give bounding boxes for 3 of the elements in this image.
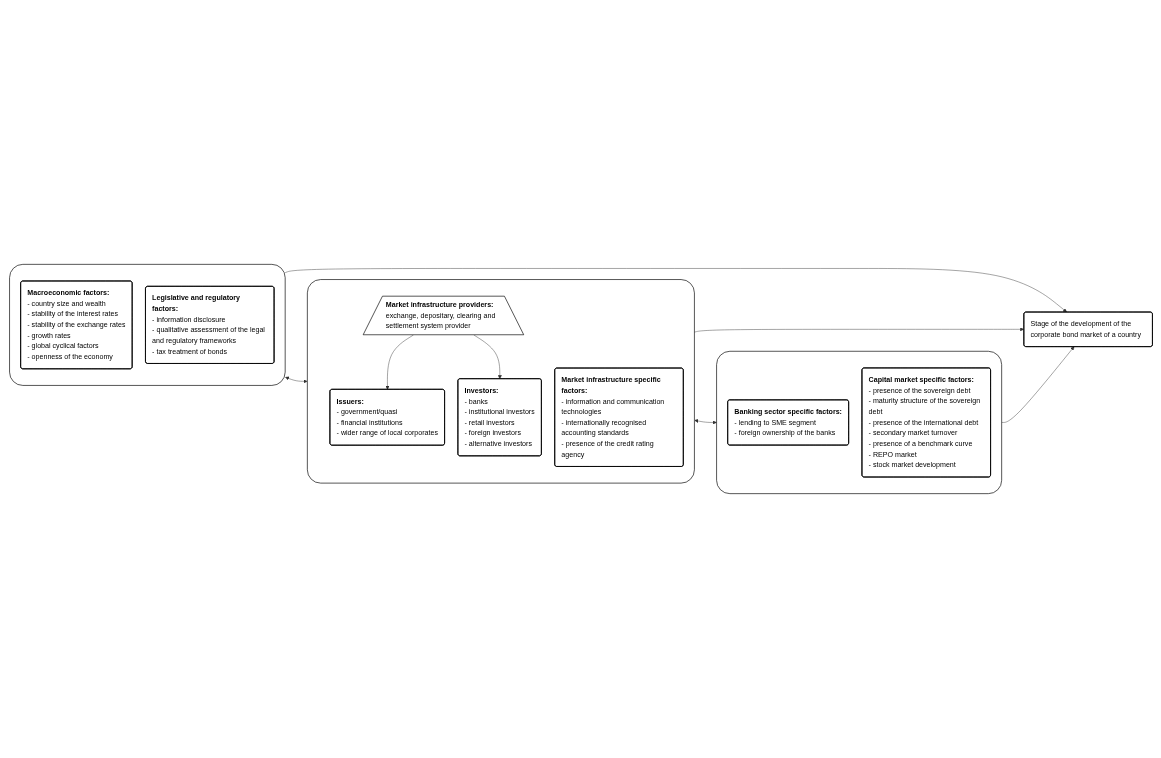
cluster (8, 264, 285, 386)
cluster (306, 279, 695, 484)
cluster (715, 350, 1002, 494)
